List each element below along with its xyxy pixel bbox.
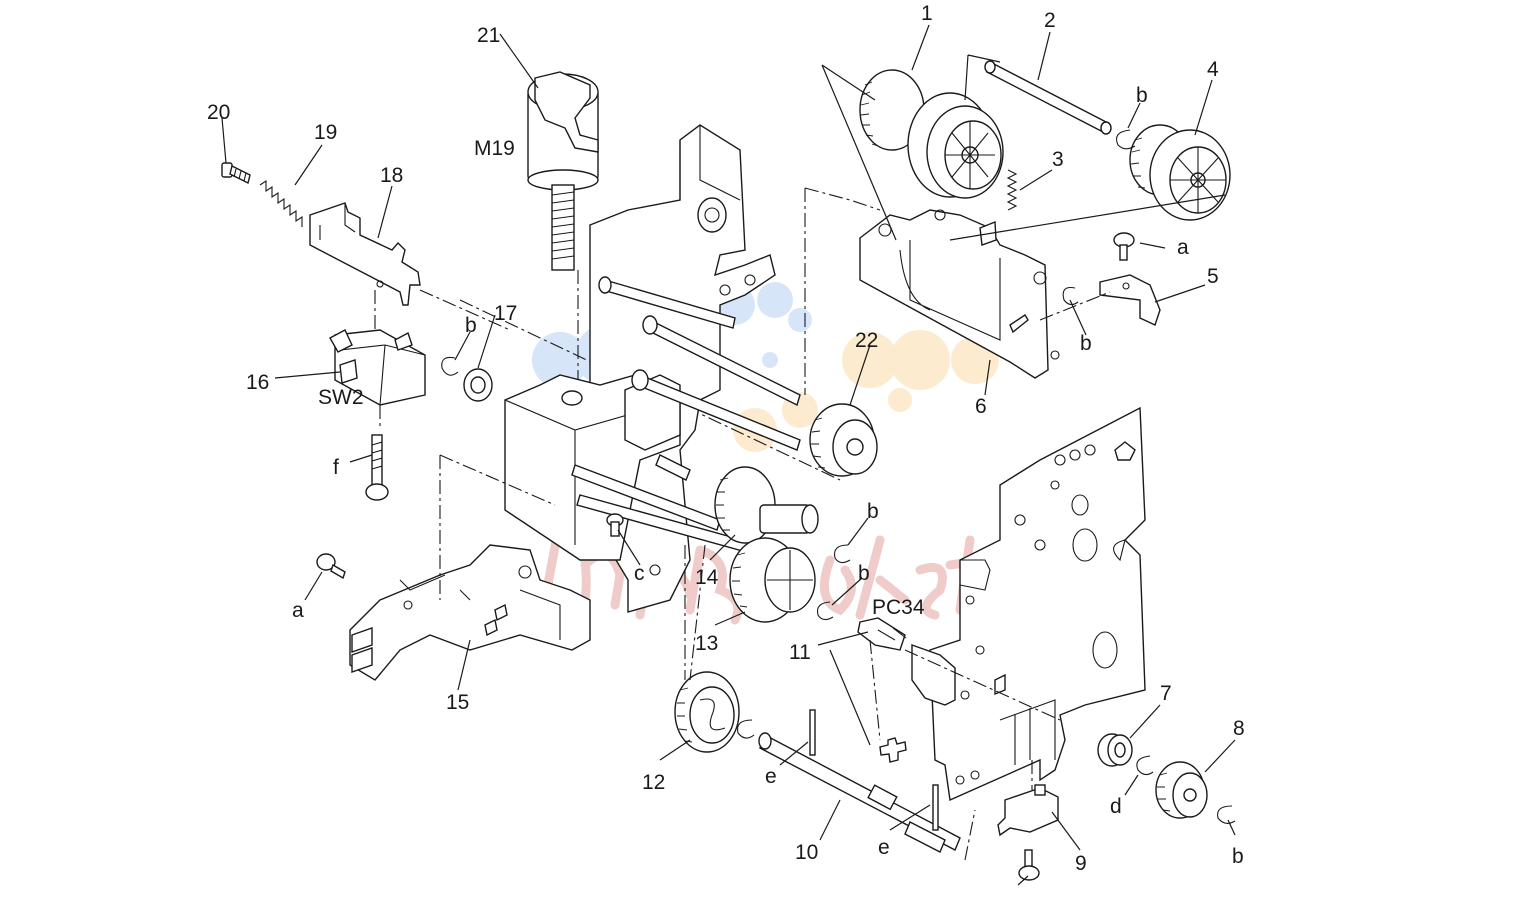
part-10-shaft bbox=[758, 709, 961, 853]
part-3-spring bbox=[1006, 169, 1018, 211]
callout-b-switch: b bbox=[465, 314, 477, 337]
part-5-bracket bbox=[1099, 274, 1161, 326]
part-11-sensor bbox=[857, 617, 956, 763]
callout-b-roller: b bbox=[1232, 845, 1244, 868]
sensor-label: PC34 bbox=[872, 596, 925, 619]
part-18-bracket bbox=[309, 202, 421, 306]
callout-labels: 1 2 3 4 5 6 7 8 9 10 11 12 13 14 15 16 1… bbox=[207, 2, 1245, 875]
part-8-roller bbox=[1155, 761, 1208, 819]
part-19-spring bbox=[259, 179, 303, 227]
callout-d-bush: d bbox=[1110, 795, 1122, 818]
e-clip-b-gear1 bbox=[833, 544, 851, 564]
screw-bottom bbox=[1018, 849, 1040, 881]
callout-13: 13 bbox=[695, 632, 718, 655]
part-4-gear bbox=[1129, 124, 1231, 221]
callout-b-gear1: b bbox=[867, 500, 879, 523]
callout-8: 8 bbox=[1233, 717, 1245, 740]
callout-19: 19 bbox=[314, 121, 337, 144]
callout-3: 3 bbox=[1052, 148, 1064, 171]
part-12-gear bbox=[674, 671, 740, 753]
part-14-gear bbox=[714, 466, 819, 544]
motor-label: M19 bbox=[474, 137, 515, 160]
e-clip-b-shaft bbox=[1115, 129, 1136, 150]
callout-b-shaft: b bbox=[1136, 84, 1148, 107]
callout-f-screw: f bbox=[333, 456, 339, 479]
part-13-gear bbox=[729, 537, 816, 623]
callout-2: 2 bbox=[1044, 9, 1056, 32]
callout-a-top: a bbox=[1177, 236, 1189, 259]
callout-12: 12 bbox=[642, 771, 665, 794]
callout-7: 7 bbox=[1160, 682, 1172, 705]
part-21-motor bbox=[527, 71, 599, 271]
part-7-bushing bbox=[1097, 733, 1133, 767]
e-clip-b-bracket bbox=[1062, 286, 1079, 306]
callout-18: 18 bbox=[380, 164, 403, 187]
callout-b-gear2: b bbox=[858, 562, 870, 585]
screw-a-top bbox=[1113, 232, 1135, 261]
part-2-shaft bbox=[984, 60, 1112, 135]
callout-6: 6 bbox=[975, 395, 987, 418]
right-main-frame bbox=[929, 406, 1146, 802]
callout-22: 22 bbox=[855, 329, 878, 352]
callout-20: 20 bbox=[207, 101, 230, 124]
screw-f bbox=[365, 434, 389, 501]
screw-a-left bbox=[316, 553, 346, 580]
callout-1: 1 bbox=[921, 2, 933, 25]
callout-15: 15 bbox=[446, 691, 469, 714]
part-9-bracket bbox=[997, 760, 1059, 837]
callout-c-screw: c bbox=[634, 562, 645, 585]
part-6-bracket bbox=[859, 209, 1060, 379]
callout-e-pin1: e bbox=[765, 765, 777, 788]
e-clip-12 bbox=[737, 719, 755, 739]
callout-11: 11 bbox=[789, 641, 811, 664]
callout-a-left: a bbox=[292, 599, 304, 622]
part-1-pickup-roller bbox=[859, 69, 1004, 199]
e-clip-b-switch bbox=[441, 356, 459, 376]
callout-9: 9 bbox=[1075, 852, 1087, 875]
screw-c bbox=[606, 513, 624, 537]
part-17-bushing bbox=[463, 368, 493, 402]
callout-21: 21 bbox=[477, 24, 500, 47]
e-clip-b-roller bbox=[1217, 805, 1236, 824]
part-16-switch bbox=[329, 329, 426, 406]
callout-5: 5 bbox=[1207, 265, 1219, 288]
callout-e-pin2: e bbox=[878, 836, 890, 859]
callout-b-bracket: b bbox=[1080, 332, 1092, 355]
callout-10: 10 bbox=[795, 841, 818, 864]
callout-leaders bbox=[221, 24, 1236, 886]
callout-16: 16 bbox=[246, 371, 269, 394]
part-15-bracket bbox=[349, 544, 591, 681]
roller-shafts bbox=[571, 276, 801, 556]
part-20-screw bbox=[221, 162, 251, 185]
e-clip-b-gear2 bbox=[816, 601, 834, 621]
switch-label: SW2 bbox=[318, 386, 364, 409]
part-22-roller bbox=[809, 403, 878, 477]
callout-17: 17 bbox=[494, 302, 517, 325]
callout-4: 4 bbox=[1207, 58, 1219, 81]
e-clip-d bbox=[1136, 755, 1154, 776]
callout-14: 14 bbox=[695, 566, 719, 589]
